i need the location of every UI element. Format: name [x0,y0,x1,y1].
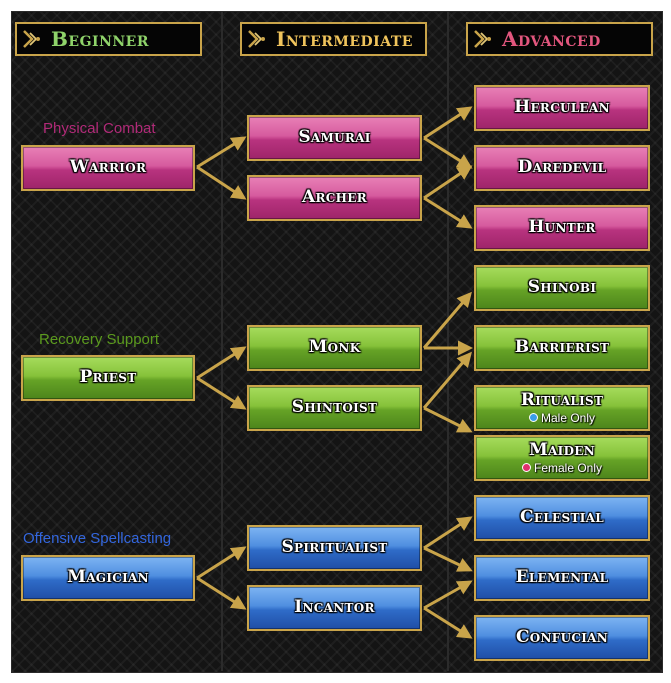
header-label: Intermediate [276,27,413,51]
female-dot-icon [521,463,531,473]
restriction-note: Female Only [521,460,603,475]
ornament-icon [248,30,265,48]
class-node-maiden[interactable]: Maiden Female Only [474,435,650,481]
restriction-note: Male Only [528,410,596,425]
class-name: Samurai [298,127,371,148]
header-advanced: Advanced [466,22,653,56]
class-name: Herculean [514,97,610,118]
class-name: Monk [308,337,361,358]
class-name: Barrierist [514,337,610,358]
header-label: Advanced [502,27,601,51]
class-name: Ritualist [520,390,604,411]
class-name: Maiden [528,440,596,461]
class-name: Incantor [294,597,375,618]
class-node-priest[interactable]: Priest [21,355,195,401]
class-node-confucian[interactable]: Confucian [474,615,650,661]
column-divider [447,11,449,671]
class-name: Elemental [515,567,609,588]
class-name: Priest [79,367,137,388]
class-node-spiritualist[interactable]: Spiritualist [247,525,422,571]
class-node-incantor[interactable]: Incantor [247,585,422,631]
class-name: Daredevil [517,157,607,178]
class-name: Confucian [515,627,609,648]
class-node-magician[interactable]: Magician [21,555,195,601]
class-node-warrior[interactable]: Warrior [21,145,195,191]
restriction-text: Male Only [540,410,596,425]
class-node-daredevil[interactable]: Daredevil [474,145,650,191]
class-node-barrierist[interactable]: Barrierist [474,325,650,371]
header-beginner: Beginner [15,22,202,56]
ornament-icon [23,30,40,48]
class-name: Spiritualist [281,537,388,558]
class-node-shinobi[interactable]: Shinobi [474,265,650,311]
class-node-ritualist[interactable]: Ritualist Male Only [474,385,650,431]
class-name: Shinobi [527,277,597,298]
class-node-elemental[interactable]: Elemental [474,555,650,601]
class-node-shintoist[interactable]: Shintoist [247,385,422,431]
group-label-physical: Physical Combat [43,120,156,137]
class-node-hunter[interactable]: Hunter [474,205,650,251]
group-label-offensive: Offensive Spellcasting [23,530,172,547]
class-node-archer[interactable]: Archer [247,175,422,221]
header-intermediate: Intermediate [240,22,427,56]
class-name: Archer [302,187,367,208]
class-name: Celestial [520,507,604,528]
ornament-icon [474,30,491,48]
group-label-recovery: Recovery Support [39,331,160,348]
class-node-monk[interactable]: Monk [247,325,422,371]
column-divider [221,11,223,671]
class-name: Warrior [69,157,147,178]
restriction-text: Female Only [533,460,603,475]
class-node-samurai[interactable]: Samurai [247,115,422,161]
class-name: Hunter [528,217,596,238]
header-label: Beginner [51,27,149,51]
class-node-herculean[interactable]: Herculean [474,85,650,131]
class-name: Magician [67,567,149,588]
male-dot-icon [528,413,538,423]
class-name: Shintoist [291,397,378,418]
class-node-celestial[interactable]: Celestial [474,495,650,541]
